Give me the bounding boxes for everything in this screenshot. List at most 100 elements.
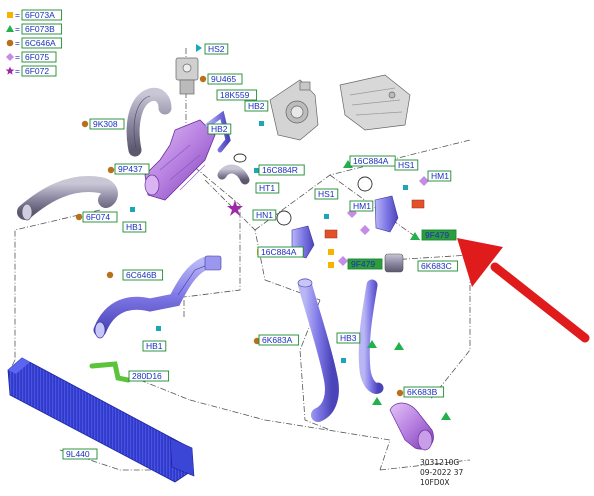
part-label-6c646b: 6C646B <box>122 269 164 281</box>
part-label-text: 6K683A <box>262 335 293 345</box>
part-label-box <box>258 164 305 176</box>
legend-entry-6c646a: =6C646A <box>6 37 63 49</box>
intake-manifold-grey <box>339 74 411 131</box>
part-label-box <box>216 89 258 101</box>
part-label-16c884a-right: 16C884A <box>349 155 396 167</box>
part-label-box <box>417 260 459 272</box>
part-label-box <box>427 170 452 182</box>
orange-connectors <box>324 199 425 239</box>
legend-equals: = <box>15 52 20 62</box>
legend-marker-star-icon <box>5 66 15 75</box>
legend-code-text: 6F073A <box>25 10 55 20</box>
part-label-text: 6C646B <box>126 270 157 280</box>
part-label-hn1: HN1 <box>252 209 277 221</box>
part-label-text: HN1 <box>256 210 273 220</box>
part-label-box <box>62 448 98 460</box>
hose-6k683-mid <box>358 279 384 394</box>
hose-6k683a <box>297 278 339 422</box>
callout-markers <box>75 44 451 420</box>
part-label-9l440: 9L440 <box>62 448 98 460</box>
drawing-footer: 3031210G 09-2022 37 10FD0X <box>420 458 463 488</box>
part-label-6k683c: 6K683C <box>417 260 459 272</box>
part-label-box <box>128 370 170 382</box>
part-label-text: 16C884A <box>353 156 389 166</box>
part-label-box <box>347 258 383 270</box>
part-label-16c884a-left: 16C884A <box>257 246 304 258</box>
part-label-hb2-mid: HB2 <box>207 123 232 135</box>
legend-marker-circle-icon <box>6 39 14 47</box>
part-label-text: HS1 <box>398 160 415 170</box>
part-label-box <box>207 73 243 85</box>
part-label-box <box>257 246 304 258</box>
part-label-box <box>82 211 118 223</box>
part-label-280d16: 280D16 <box>128 370 170 382</box>
intercooler-9l440 <box>7 357 195 483</box>
part-label-hs1-mid: HS1 <box>314 188 339 200</box>
part-label-hs1-right: HS1 <box>394 159 419 171</box>
legend-code-text: 6F072 <box>25 66 49 76</box>
part-label-9f479-right: 9F479 <box>421 229 457 241</box>
part-label-hb2-top: HB2 <box>244 100 269 112</box>
part-label-text: HM1 <box>353 201 371 211</box>
part-label-box <box>314 188 339 200</box>
drawing-number: 3031210G <box>420 458 460 467</box>
part-label-box <box>394 159 419 171</box>
part-label-ht1: HT1 <box>255 182 280 194</box>
part-label-9f479-mid: 9F479 <box>347 258 383 270</box>
part-label-text: HB3 <box>340 333 357 343</box>
part-label-box <box>142 340 167 352</box>
part-label-6k683b: 6K683B <box>403 386 445 398</box>
part-label-hb1-left: HB1 <box>122 221 147 233</box>
hose-6f074 <box>17 176 118 221</box>
part-label-box <box>89 118 125 130</box>
part-label-text: HT1 <box>259 183 275 193</box>
part-label-text: HB2 <box>211 124 228 134</box>
part-label-box <box>255 182 280 194</box>
part-label-box <box>114 163 150 175</box>
legend-marker-diamond-icon <box>6 53 14 61</box>
legend-code-box <box>21 37 63 49</box>
part-label-9p437: 9P437 <box>114 163 150 175</box>
part-label-text: 16C884A <box>261 247 297 257</box>
part-label-hs2: HS2 <box>204 43 229 55</box>
part-label-text: 9L440 <box>66 449 90 459</box>
legend-code-box <box>21 9 63 21</box>
part-label-text: HB2 <box>248 101 265 111</box>
legend-equals: = <box>15 24 20 34</box>
legend-marker-triangle-icon <box>6 25 14 32</box>
throttle-body-grey <box>269 79 319 141</box>
legend-entry-6f073a: =6F073A <box>7 9 63 21</box>
part-label-box <box>252 209 277 221</box>
part-label-18k559: 18K559 <box>216 89 258 101</box>
part-label-box <box>403 386 445 398</box>
part-label-hb3: HB3 <box>336 332 361 344</box>
part-label-text: 6F074 <box>86 212 110 222</box>
part-label-text: 9P437 <box>118 164 143 174</box>
part-label-box <box>349 200 374 212</box>
part-label-text: HM1 <box>431 171 449 181</box>
part-label-box <box>204 43 229 55</box>
part-label-box <box>336 332 361 344</box>
part-label-text: HS2 <box>208 44 225 54</box>
part-label-text: HB1 <box>126 222 143 232</box>
part-label-text: 16C884R <box>262 165 298 175</box>
part-label-box <box>122 221 147 233</box>
part-label-9k308: 9K308 <box>89 118 125 130</box>
pipe-6c646b <box>93 255 222 339</box>
drawing-date: 09-2022 37 <box>420 468 464 477</box>
part-label-text: 9K308 <box>93 119 118 129</box>
legend-entry-6f072: =6F072 <box>5 65 57 77</box>
legend-code-box <box>21 51 57 63</box>
legend-code-box <box>21 65 57 77</box>
legend-entry-6f075: =6F075 <box>6 51 57 63</box>
part-label-hb1-low: HB1 <box>142 340 167 352</box>
part-label-text: HB1 <box>146 341 163 351</box>
hose-9k308 <box>126 87 172 157</box>
part-label-box <box>258 334 300 346</box>
part-label-text: 9F479 <box>351 259 375 269</box>
drawing-code: 10FD0X <box>420 478 450 487</box>
sensor-right-bluepurple <box>357 176 399 233</box>
part-label-6f074: 6F074 <box>82 211 118 223</box>
